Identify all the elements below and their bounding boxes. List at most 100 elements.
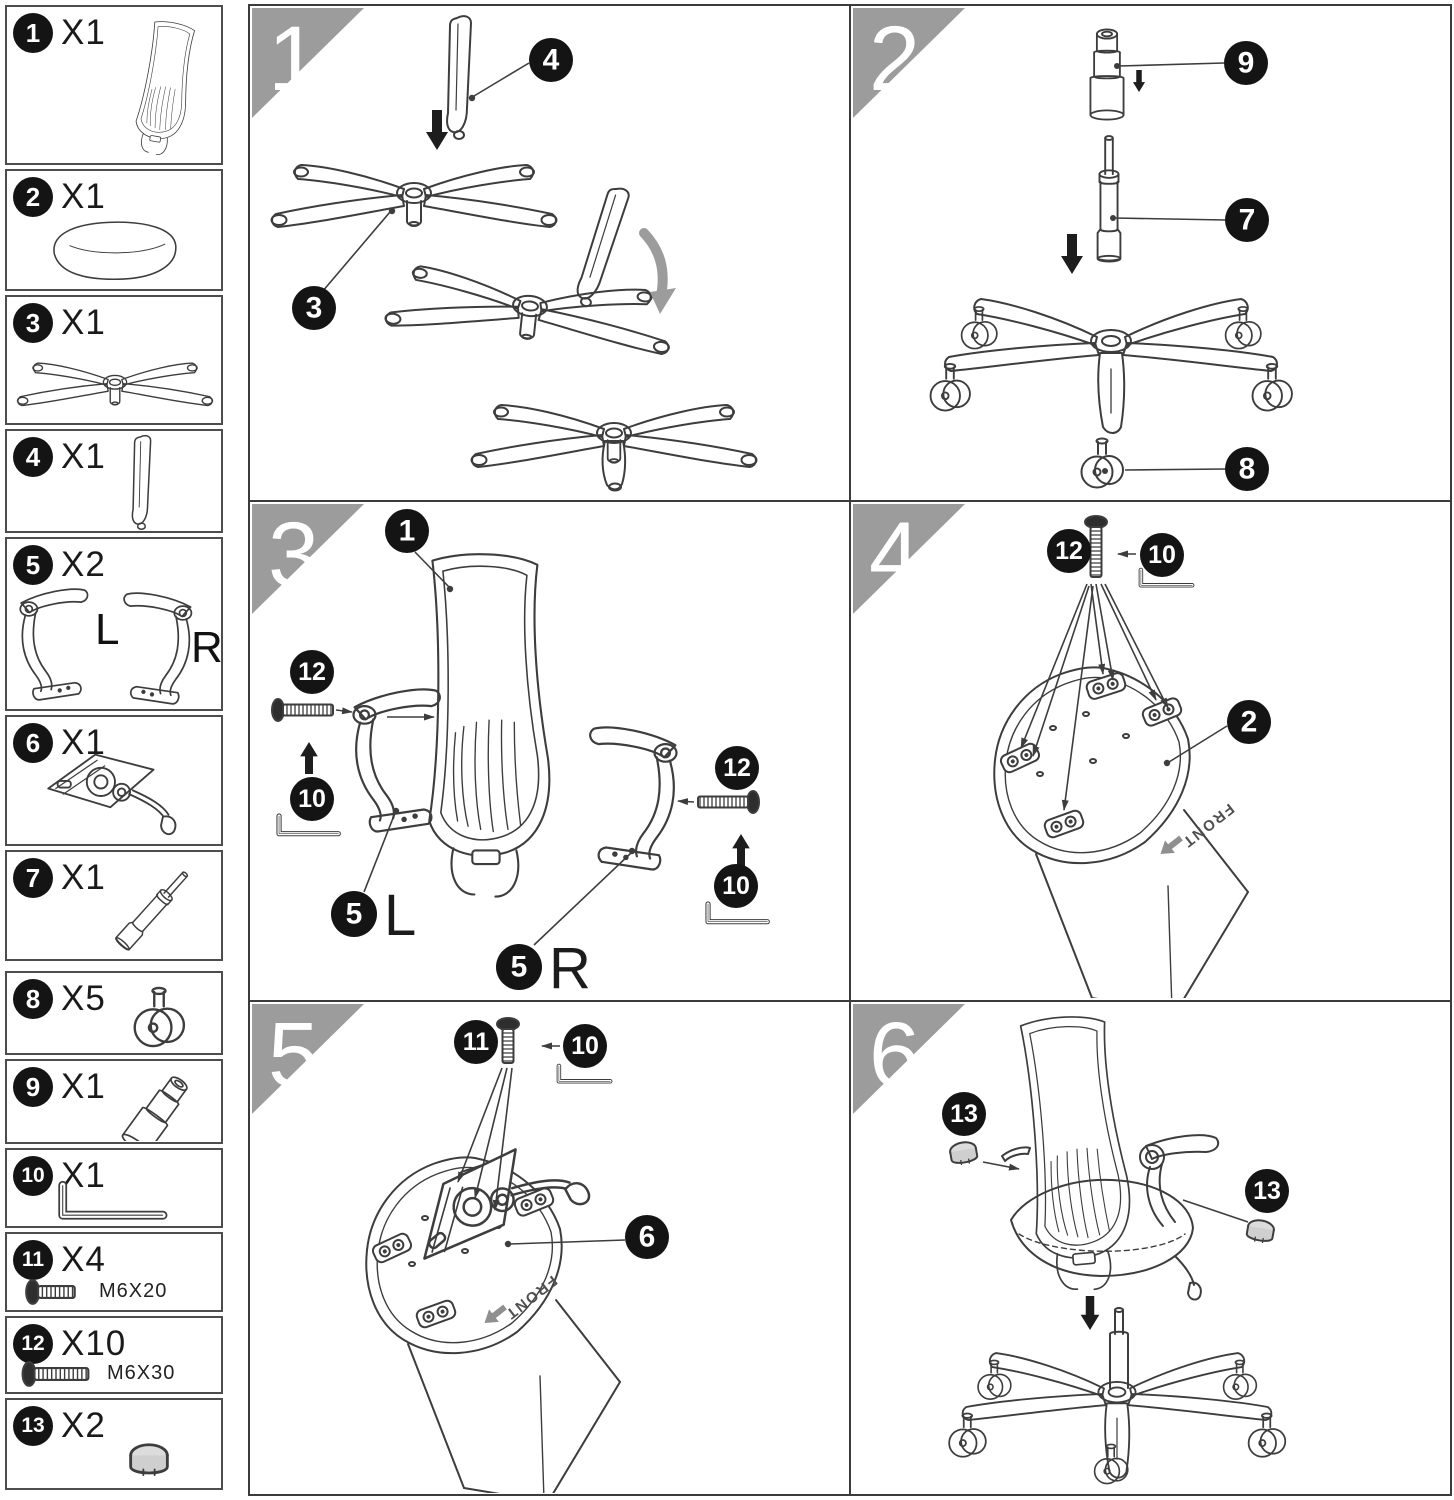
callout-part-10: 10: [1140, 533, 1184, 577]
screw-m6x20-icon: [25, 1279, 76, 1305]
part-number-badge: 9: [13, 1067, 53, 1107]
step-number: 1: [268, 8, 319, 110]
part-number-badge: 1: [13, 13, 53, 53]
cap-icon: [129, 1443, 169, 1477]
part-number-badge: 4: [13, 437, 53, 477]
callout-part-10-left: 10: [290, 777, 334, 821]
gas-lift-icon: [113, 866, 194, 953]
armrest-left-label: L: [95, 605, 120, 654]
backrest-icon: [130, 18, 201, 159]
callout-part-6: 6: [625, 1215, 669, 1259]
svg-text:10: 10: [298, 785, 326, 813]
step-panel-1: 1 4 3: [252, 8, 847, 498]
grid-divider-h2: [250, 1000, 1450, 1002]
step-corner-tag: [853, 504, 965, 614]
step-number: 6: [869, 1004, 920, 1106]
part-qty: X5: [61, 979, 106, 1018]
step2-illustration: [931, 28, 1292, 489]
svg-text:5: 5: [346, 898, 363, 931]
part-qty: X1: [61, 858, 106, 897]
part-number-badge: 6: [13, 723, 53, 763]
svg-text:12: 12: [1055, 537, 1083, 565]
step-corner-tag: [252, 1004, 364, 1114]
step-number: 3: [268, 504, 319, 606]
part-number-badge: 10: [13, 1156, 53, 1196]
svg-text:4: 4: [543, 44, 560, 77]
part-number-badge: 7: [13, 858, 53, 898]
svg-text:9: 9: [1238, 47, 1255, 80]
callout-part-10-right: 10: [714, 864, 758, 908]
callout-part-12: 12: [1047, 529, 1091, 573]
seat-cushion-icon: [53, 221, 177, 280]
svg-text:13: 13: [1253, 1177, 1281, 1205]
step-panel-3: 3 1 12 10 12 10 5 L: [252, 504, 847, 998]
rotate-arrow-icon: [650, 288, 676, 314]
part-number-badge: 2: [13, 177, 53, 217]
svg-text:2: 2: [1241, 706, 1258, 739]
step-panel-4: 4 FRONT 12 10 2: [853, 504, 1448, 998]
svg-text:3: 3: [306, 292, 323, 325]
part-qty: X1: [61, 1067, 106, 1106]
step-corner-tag: [252, 8, 364, 118]
front-label: FRONT: [501, 1272, 560, 1323]
part-number-badge: 5: [13, 545, 53, 585]
callout-part-2: 2: [1227, 700, 1271, 744]
part-qty: X10: [61, 1324, 127, 1363]
svg-text:12: 12: [298, 658, 326, 686]
callout-part-9: 9: [1224, 41, 1268, 85]
base-four-arms-icon: [16, 362, 214, 407]
callout-part-12-right: 12: [715, 746, 759, 790]
svg-text:10: 10: [1148, 541, 1176, 569]
callout-part-12-left: 12: [290, 650, 334, 694]
callout-part-13-right: 13: [1245, 1169, 1289, 1213]
step-panel-2: 2 9 7 8: [853, 8, 1448, 498]
step-corner-tag: [853, 8, 965, 118]
steps-grid-border: [248, 4, 1452, 1496]
part-number-badge: 13: [13, 1406, 53, 1446]
callout-part-7: 7: [1225, 198, 1269, 242]
part-qty: X2: [61, 1406, 106, 1445]
part-qty: X1: [61, 437, 106, 476]
part-qty: X1: [61, 13, 106, 52]
step4-illustration: [994, 515, 1248, 998]
step-corner-tag: [252, 504, 364, 614]
step-number: 2: [869, 8, 920, 110]
callout-part-11: 11: [454, 1020, 498, 1064]
step6-illustration: [947, 1011, 1285, 1485]
part-number-badge: 8: [13, 979, 53, 1019]
part-number-badge: 11: [13, 1240, 53, 1280]
caster-icon: [133, 986, 186, 1048]
screw-spec: M6X30: [107, 1362, 176, 1384]
callout-part-8: 8: [1225, 447, 1269, 491]
grid-divider-h1: [250, 500, 1450, 502]
armrest-right-label: R: [191, 623, 223, 672]
svg-text:8: 8: [1239, 453, 1256, 486]
step3-illustration: [271, 553, 767, 921]
grid-divider-vertical: [849, 6, 851, 1494]
part-qty: X4: [61, 1240, 106, 1279]
allen-key-icon: [49, 1180, 175, 1224]
svg-text:1: 1: [399, 515, 416, 548]
step-number: 4: [869, 504, 920, 606]
callout-part-5R: 5: [496, 944, 542, 990]
right-arm-letter: R: [549, 936, 591, 998]
callout-part-1: 1: [385, 509, 429, 553]
step-corner-tag: [853, 1004, 965, 1114]
left-arm-letter: L: [384, 883, 416, 948]
part-qty: X2: [61, 545, 106, 584]
screw-spec: M6X20: [99, 1280, 168, 1302]
callout-part-10: 10: [563, 1024, 607, 1068]
